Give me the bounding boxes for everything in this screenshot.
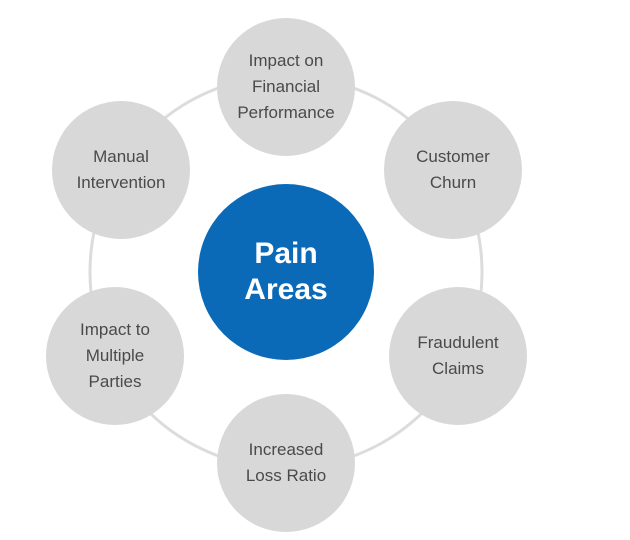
node-label: Customer Churn	[416, 147, 490, 192]
node-impact-on-financial-performance: Impact on Financial Performance	[217, 18, 355, 156]
node-impact-to-multiple-parties: Impact to Multiple Parties	[46, 287, 184, 425]
node-label: Impact on Financial Performance	[237, 51, 335, 122]
center-label: Pain Areas	[244, 237, 328, 306]
node-customer-churn: Customer Churn	[384, 101, 522, 239]
node-label: Fraudulent Claims	[417, 333, 499, 378]
node-label: Impact to Multiple Parties	[80, 320, 150, 391]
node-fraudulent-claims: Fraudulent Claims	[389, 287, 527, 425]
center-node-pain-areas: Pain Areas	[198, 184, 374, 360]
node-label: Increased Loss Ratio	[245, 440, 327, 485]
node-increased-loss-ratio: Increased Loss Ratio	[217, 394, 355, 532]
node-manual-intervention: Manual Intervention	[52, 101, 190, 239]
node-label: Manual Intervention	[76, 147, 166, 192]
